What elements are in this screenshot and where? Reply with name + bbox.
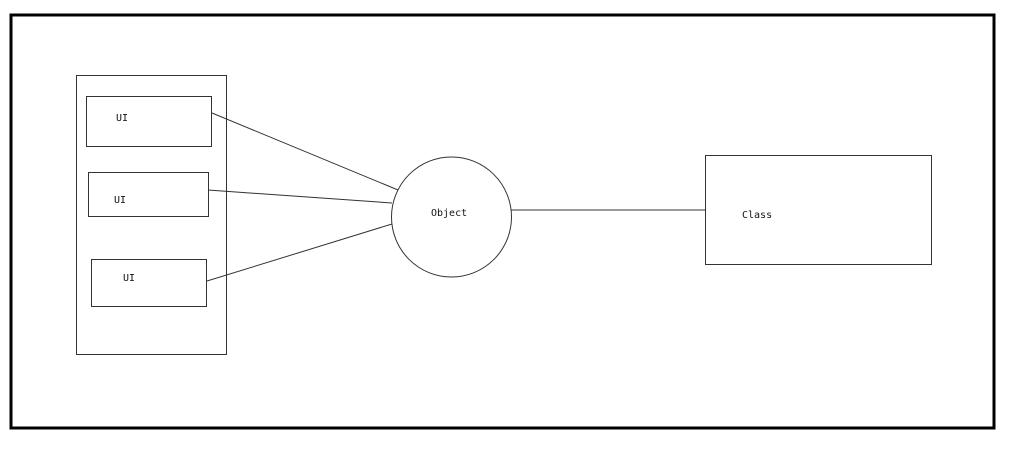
ui-box-1: UI xyxy=(86,96,212,147)
outer-frame xyxy=(9,13,996,430)
ui-box-label: UI xyxy=(114,195,126,206)
object-node: Object xyxy=(391,156,512,278)
ui-box-2: UI xyxy=(88,172,209,217)
ui-container xyxy=(76,75,227,355)
class-node: Class xyxy=(705,155,932,265)
ui-box-3: UI xyxy=(91,259,207,307)
class-label: Class xyxy=(742,210,772,221)
connector-ui2-object xyxy=(207,189,393,204)
ui-box-label: UI xyxy=(116,113,128,124)
connector-ui1-object xyxy=(211,112,399,191)
object-label: Object xyxy=(431,208,467,219)
ui-box-label: UI xyxy=(123,273,135,284)
connector-ui3-object xyxy=(206,223,393,282)
